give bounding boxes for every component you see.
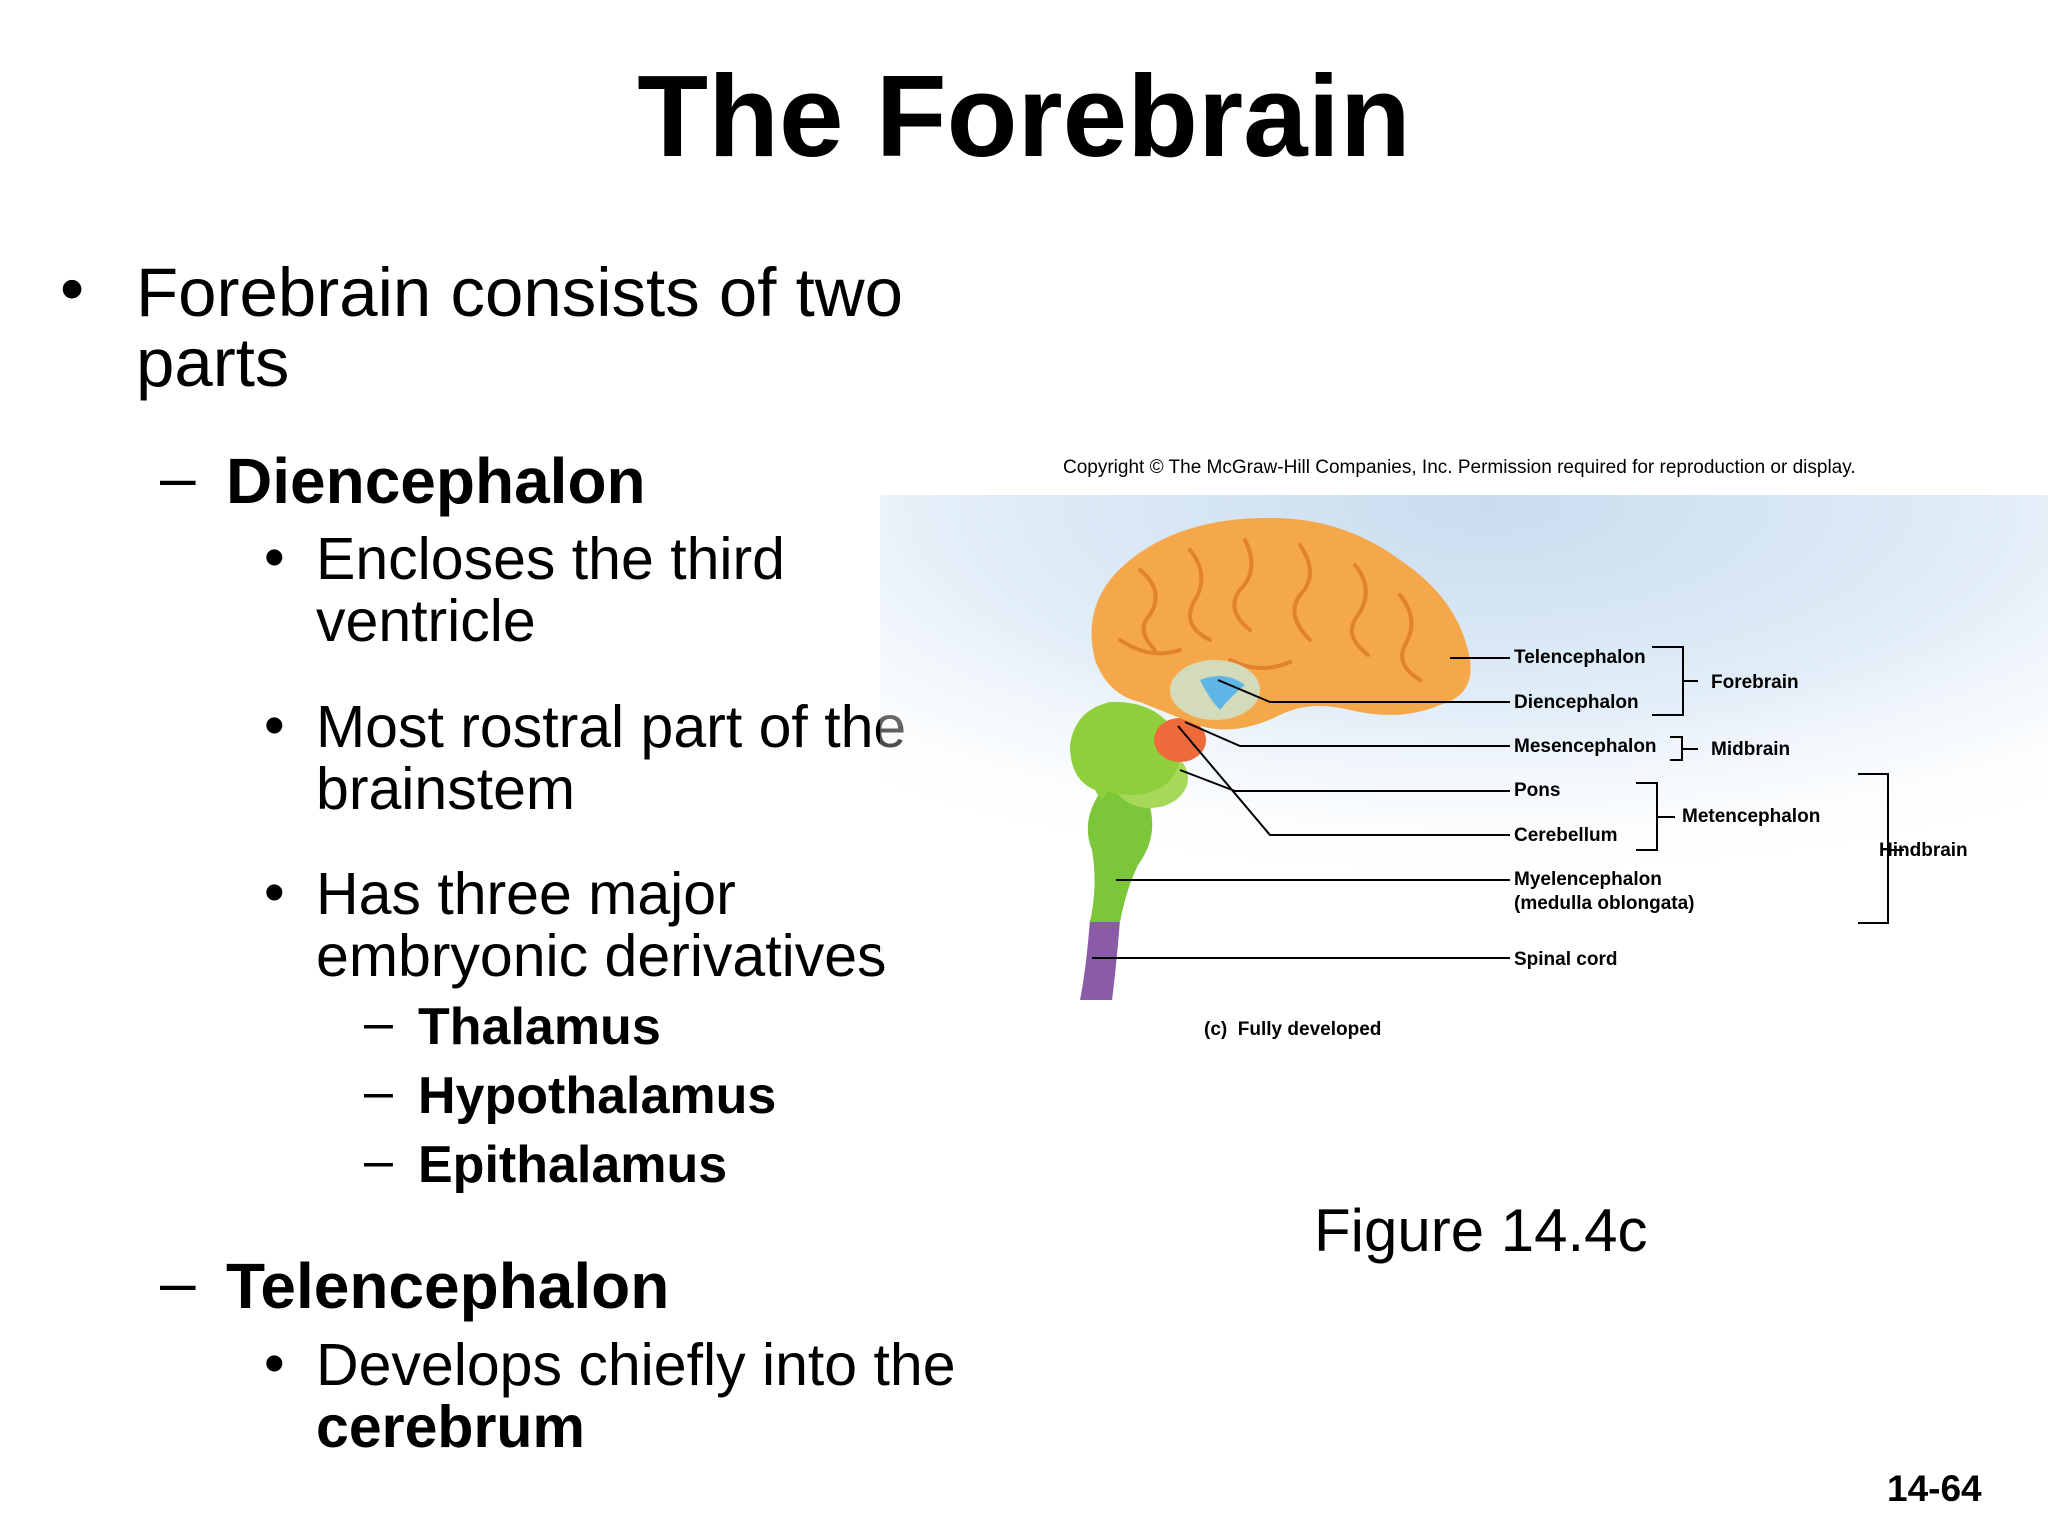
label-hindbrain: Hindbrain [1879, 840, 1968, 861]
figure-panel-label: (c) Fully developed [1204, 1019, 1382, 1040]
bullet-text-line: parts [136, 324, 290, 401]
sub-text-line: Has three major [316, 861, 736, 927]
leader-lines [1092, 657, 1510, 959]
sub-text-line: Most rostral part of the [316, 694, 907, 760]
bullet-marker: • [264, 1330, 285, 1396]
label-mesencephalon: Mesencephalon [1514, 736, 1657, 757]
ventricle-shape [1200, 676, 1245, 710]
label-pons: Pons [1514, 780, 1561, 801]
label-cerebellum: Cerebellum [1514, 825, 1618, 846]
derivative-label: Hypothalamus [418, 1067, 777, 1125]
gyri-lines [1118, 538, 1422, 682]
sub-text-line: Develops chiefly into the [316, 1332, 956, 1398]
label-diencephalon: Diencephalon [1514, 692, 1639, 713]
cerebellum-shape [1070, 701, 1181, 798]
label-forebrain: Forebrain [1711, 672, 1799, 693]
label-spinal-cord: Spinal cord [1514, 949, 1618, 970]
brackets [1636, 646, 1904, 924]
spinal-cord-shape [1080, 920, 1120, 1000]
slide-title: The Forebrain [637, 51, 1411, 181]
dash-marker: – [364, 1132, 393, 1190]
sub-text-line: ventricle [316, 588, 536, 654]
brain-figure [880, 495, 2048, 1000]
sub-text-line: cerebrum [316, 1394, 585, 1460]
bullet-marker: • [60, 250, 85, 327]
telencephalon-label: Telencephalon [226, 1250, 670, 1322]
label-metencephalon: Metencephalon [1682, 806, 1821, 827]
figure-caption: Figure 14.4c [1314, 1197, 1648, 1264]
sub-text-line: embryonic derivatives [316, 923, 887, 989]
label-medulla: (medulla oblongata) [1514, 893, 1695, 914]
page-number: 14-64 [1887, 1468, 1982, 1509]
diencephalon-label: Diencephalon [226, 445, 646, 517]
midbrain-shape [1154, 718, 1206, 762]
sub-text-line: brainstem [316, 756, 576, 822]
dash-marker: – [160, 1246, 196, 1318]
bullet-text-line: Forebrain consists of two [136, 254, 903, 331]
brainstem-shape [1087, 784, 1153, 922]
label-myelencephalon: Myelencephalon [1514, 869, 1662, 890]
label-midbrain: Midbrain [1711, 739, 1791, 760]
derivative-label: Epithalamus [418, 1136, 728, 1194]
bullet-marker: • [264, 692, 285, 758]
bullet-marker: • [264, 859, 285, 925]
bullet-marker: • [264, 524, 285, 590]
dash-marker: – [160, 441, 196, 513]
sub-text-line: Encloses the third [316, 526, 785, 592]
derivative-label: Thalamus [418, 998, 661, 1056]
label-telencephalon: Telencephalon [1514, 647, 1646, 668]
dash-marker: – [364, 994, 393, 1052]
dash-marker: – [364, 1063, 393, 1121]
figure-copyright: Copyright © The McGraw-Hill Companies, I… [1063, 457, 1856, 478]
